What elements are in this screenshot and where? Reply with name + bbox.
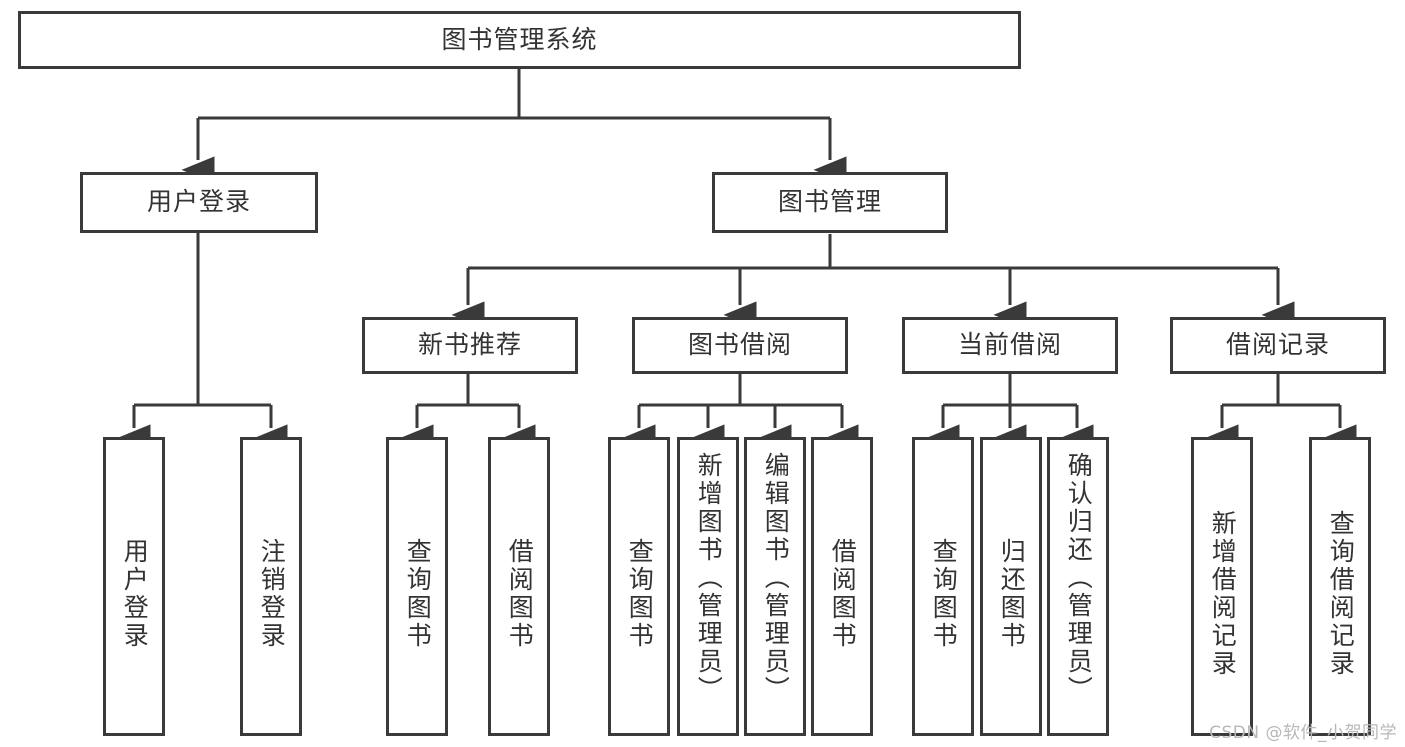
node-leaf-query-book-2-label: 查询图书 — [625, 538, 655, 650]
node-leaf-borrow-book-2[interactable]: 借阅图书 — [811, 437, 873, 736]
node-root[interactable]: 图书管理系统 — [18, 11, 1021, 69]
node-book-management-label: 图书管理 — [777, 187, 882, 217]
node-leaf-edit-book-label: 编辑图书（管理员） — [761, 452, 791, 704]
node-leaf-query-book-3[interactable]: 查询图书 — [912, 437, 974, 736]
node-leaf-logout[interactable]: 注销登录 — [240, 437, 302, 736]
node-leaf-confirm-return-label: 确认归还（管理员） — [1064, 452, 1094, 704]
node-leaf-edit-book[interactable]: 编辑图书（管理员） — [744, 437, 806, 736]
node-book-borrow[interactable]: 图书借阅 — [632, 317, 848, 374]
node-leaf-user-login[interactable]: 用户登录 — [103, 437, 165, 736]
node-leaf-user-login-label: 用户登录 — [120, 538, 150, 650]
node-current-borrow-label: 当前借阅 — [957, 330, 1062, 360]
node-current-borrow[interactable]: 当前借阅 — [902, 317, 1118, 374]
node-user-login[interactable]: 用户登录 — [80, 172, 318, 233]
node-leaf-query-book-3-label: 查询图书 — [929, 538, 959, 650]
node-leaf-return-book[interactable]: 归还图书 — [980, 437, 1042, 736]
watermark: CSDN @软件_小贺同学 — [1209, 723, 1397, 743]
node-leaf-query-book-1[interactable]: 查询图书 — [386, 437, 448, 736]
node-borrow-record-label: 借阅记录 — [1225, 330, 1330, 360]
node-leaf-return-book-label: 归还图书 — [997, 538, 1027, 650]
node-leaf-confirm-return[interactable]: 确认归还（管理员） — [1047, 437, 1109, 736]
node-book-borrow-label: 图书借阅 — [687, 330, 792, 360]
node-new-book-recommend[interactable]: 新书推荐 — [362, 317, 578, 374]
node-leaf-add-borrow-record-label: 新增借阅记录 — [1208, 510, 1238, 678]
node-leaf-borrow-book-1[interactable]: 借阅图书 — [488, 437, 550, 736]
node-leaf-query-book-1-label: 查询图书 — [403, 538, 433, 650]
node-leaf-query-book-2[interactable]: 查询图书 — [608, 437, 670, 736]
node-leaf-query-borrow-record[interactable]: 查询借阅记录 — [1309, 437, 1371, 736]
node-leaf-borrow-book-1-label: 借阅图书 — [505, 538, 535, 650]
node-leaf-add-book-label: 新增图书（管理员） — [694, 452, 724, 704]
node-leaf-query-borrow-record-label: 查询借阅记录 — [1326, 510, 1356, 678]
node-leaf-add-borrow-record[interactable]: 新增借阅记录 — [1191, 437, 1253, 736]
node-root-label: 图书管理系统 — [441, 24, 598, 54]
node-leaf-add-book[interactable]: 新增图书（管理员） — [677, 437, 739, 736]
node-leaf-borrow-book-2-label: 借阅图书 — [828, 538, 858, 650]
node-new-book-recommend-label: 新书推荐 — [417, 330, 522, 360]
node-borrow-record[interactable]: 借阅记录 — [1170, 317, 1386, 374]
node-book-management[interactable]: 图书管理 — [712, 172, 948, 233]
node-user-login-label: 用户登录 — [146, 187, 251, 217]
node-leaf-logout-label: 注销登录 — [257, 538, 287, 650]
